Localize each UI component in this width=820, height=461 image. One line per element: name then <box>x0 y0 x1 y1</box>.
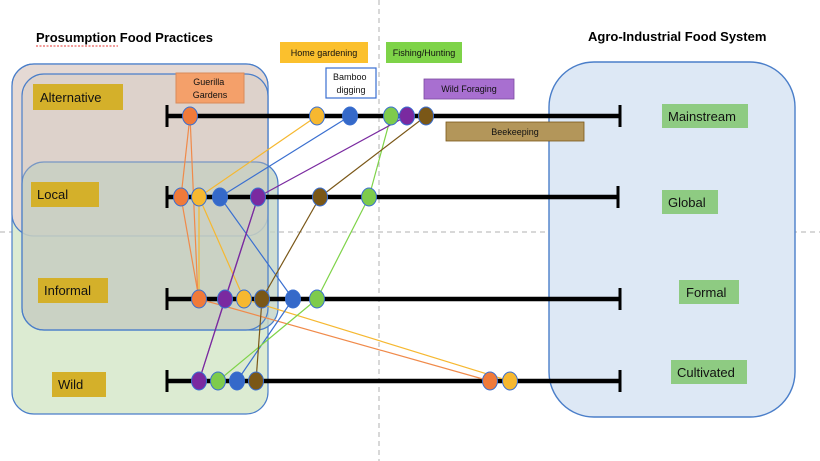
legend-home-gardening-text: Home gardening <box>291 48 358 58</box>
dot-wild-foraging-global <box>250 187 266 207</box>
label-cultivated-text: Cultivated <box>677 365 735 380</box>
dot-fishing-global <box>361 187 377 207</box>
label-cultivated: Cultivated <box>671 360 747 384</box>
legend-wild-foraging: Wild Foraging <box>423 78 515 100</box>
dot-bamboo-cultivated <box>229 371 245 391</box>
legend-fishing-hunting-text: Fishing/Hunting <box>393 48 456 58</box>
label-mainstream: Mainstream <box>662 104 748 128</box>
dot-home-gardening-global <box>191 187 207 207</box>
label-global: Global <box>662 190 718 214</box>
legend-guerilla-gardens: Guerilla Gardens <box>175 72 245 104</box>
dot-guerilla-global <box>173 187 189 207</box>
label-alternative: Alternative <box>33 84 123 110</box>
bamboo-line-1: Bamboo <box>333 72 367 82</box>
dot-bamboo-formal <box>285 289 301 309</box>
label-wild-text: Wild <box>58 377 83 392</box>
dot-home-gardening-mainstream <box>309 106 325 126</box>
legend-fishing-hunting: Fishing/Hunting <box>386 42 462 63</box>
dot-fishing-formal <box>309 289 325 309</box>
dot-wild-foraging-formal <box>217 289 233 309</box>
legend-beekeeping: Beekeeping <box>445 121 585 142</box>
label-alternative-text: Alternative <box>40 90 101 105</box>
local-region <box>21 73 269 331</box>
dot-home-gardening-cultivated <box>502 371 518 391</box>
dot-fishing-cultivated <box>210 371 226 391</box>
legend-wild-foraging-text: Wild Foraging <box>441 84 497 94</box>
legend-guerilla-gardens-text: Guerilla Gardens <box>193 77 228 100</box>
dot-guerilla-formal <box>191 289 207 309</box>
connectors-home-gardening <box>198 115 511 382</box>
label-informal-text: Informal <box>44 283 91 298</box>
legend-bamboo-digging: Bamboo digging <box>325 67 377 99</box>
label-global-text: Global <box>668 195 706 210</box>
connectors-guerilla <box>180 115 491 382</box>
label-formal-text: Formal <box>686 285 727 300</box>
dot-wild-foraging-cultivated <box>191 371 207 391</box>
guerilla-line-1: Guerilla <box>193 77 224 87</box>
dot-bamboo-mainstream <box>342 106 358 126</box>
connectors-bamboo <box>219 115 351 382</box>
dot-bamboo-global <box>212 187 228 207</box>
bamboo-line-2: digging <box>336 85 365 95</box>
guerilla-line-2: Gardens <box>193 90 228 100</box>
dot-wild-foraging-mainstream <box>399 106 415 126</box>
dot-guerilla-mainstream <box>182 106 198 126</box>
legend-bamboo-digging-text: Bamboo digging <box>333 72 369 95</box>
legend-beekeeping-text: Beekeeping <box>491 127 539 137</box>
dot-fishing-mainstream <box>383 106 399 126</box>
connectors-beekeeping <box>255 115 427 382</box>
dot-beekeeping-global <box>312 187 328 207</box>
dot-beekeeping-formal <box>254 289 270 309</box>
agro-industrial-region <box>548 61 796 418</box>
connectors-fishing <box>217 115 392 382</box>
label-local-text: Local <box>37 187 68 202</box>
label-local: Local <box>31 182 99 207</box>
dot-beekeeping-mainstream <box>418 106 434 126</box>
dot-home-gardening-formal <box>236 289 252 309</box>
label-informal: Informal <box>38 278 108 303</box>
right-title: Agro-Industrial Food System <box>588 29 766 44</box>
dot-beekeeping-cultivated <box>248 371 264 391</box>
dot-guerilla-cultivated <box>482 371 498 391</box>
legend-home-gardening: Home gardening <box>280 42 368 63</box>
connectors-wild-foraging <box>198 115 408 382</box>
label-formal: Formal <box>679 280 739 304</box>
left-title: Prosumption Food Practices <box>36 30 213 45</box>
label-wild: Wild <box>52 372 106 397</box>
scale-line-local-global <box>165 186 620 208</box>
label-mainstream-text: Mainstream <box>668 109 736 124</box>
